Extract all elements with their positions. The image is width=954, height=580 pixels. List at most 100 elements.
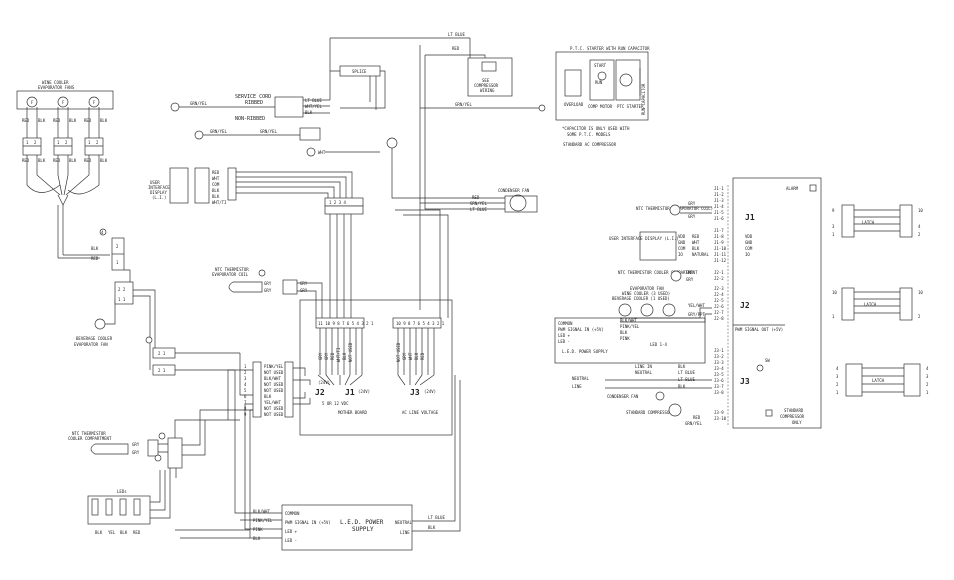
svg-text:WINE COOLER (3 USED): WINE COOLER (3 USED) [622, 291, 670, 296]
svg-text:J3-9: J3-9 [714, 410, 724, 415]
svg-text:BLK: BLK [38, 158, 46, 163]
svg-text:GRY/PPT: GRY/PPT [688, 312, 705, 317]
svg-text:J2-3: J2-3 [714, 286, 724, 291]
led-1-icon [91, 498, 99, 516]
svg-text:PINK/YEL: PINK/YEL [253, 518, 273, 523]
svg-text:RED: RED [472, 195, 480, 200]
svg-text:9: 9 [832, 208, 835, 213]
svg-text:BLK: BLK [253, 536, 261, 541]
svg-text:GRY: GRY [132, 442, 140, 447]
svg-text:GRY: GRY [686, 277, 694, 282]
svg-text:LINE: LINE [572, 384, 582, 389]
service-cord: GRN/YEL SERVICE CORD RIBBED NON-RIBBED L… [170, 94, 398, 165]
svg-text:RED: RED [330, 352, 335, 360]
j2-label: J2 [315, 388, 325, 397]
svg-text:NOT USED: NOT USED [264, 412, 284, 417]
svg-text:2: 2 [836, 382, 839, 387]
svg-text:RUN CAPACITOR: RUN CAPACITOR [641, 83, 646, 115]
svg-text:LINE IN: LINE IN [635, 364, 652, 369]
plug-icon [170, 102, 180, 112]
service-cord-label: SERVICE CORD [235, 94, 271, 100]
svg-text:3: 3 [832, 224, 835, 229]
svg-text:NOT USED: NOT USED [264, 370, 284, 375]
svg-text:L.E.D. POWER: L.E.D. POWER [340, 519, 384, 526]
svg-text:GRN/YEL: GRN/YEL [455, 102, 472, 107]
svg-text:SUPPLY: SUPPLY [352, 526, 374, 533]
svg-text:USER INTERFACE DISPLAY (L.I.): USER INTERFACE DISPLAY (L.I.) [609, 236, 679, 241]
svg-text:CONDENSER FAN: CONDENSER FAN [498, 188, 530, 193]
compressor-box [467, 57, 513, 97]
svg-text:GRY: GRY [686, 270, 694, 275]
svg-text:BLK: BLK [69, 158, 77, 163]
svg-text:10: 10 [918, 208, 923, 213]
svg-text:J3-3: J3-3 [714, 360, 724, 365]
svg-text:J3-7: J3-7 [714, 384, 724, 389]
beverage-fan-icon [94, 318, 106, 330]
svg-text:COMMON: COMMON [558, 321, 573, 326]
left-connector: 123 456 789 PINK/YEL NOT USED BLK/WHT NO… [234, 353, 311, 520]
svg-text:BLK: BLK [264, 394, 272, 399]
j3-pins: J3-1 J3-2 J3-3 J3-4 J3-5 J3-6 J3-7 J3-8 … [714, 348, 727, 421]
svg-text:COMPRESSOR: COMPRESSOR [474, 83, 499, 88]
svg-text:F: F [93, 100, 96, 105]
svg-text:GRN/YEL: GRN/YEL [470, 201, 487, 206]
svg-text:NOT USED: NOT USED [348, 342, 353, 362]
svg-text:(24V): (24V) [358, 389, 370, 394]
svg-text:1: 1 [832, 232, 835, 237]
svg-text:2: 2 [116, 244, 119, 249]
svg-text:PWM SIGNAL IN (+5V): PWM SIGNAL IN (+5V) [285, 520, 331, 525]
svg-text:LATCH: LATCH [862, 220, 875, 225]
svg-text:RED: RED [91, 256, 99, 261]
svg-text:BLK: BLK [678, 364, 686, 369]
led-4-icon [133, 498, 141, 516]
svg-text:6: 6 [244, 394, 247, 399]
svg-text:RED: RED [692, 234, 700, 239]
svg-text:(24V): (24V) [318, 380, 330, 385]
svg-text:J2-8: J2-8 [714, 316, 724, 321]
svg-text:RED: RED [420, 352, 425, 360]
j1-pins: J1-1 J1-2 J1-3 J1-4 J1-5 J1-6 J1-7 J1-8 … [714, 186, 727, 263]
svg-text:BLK: BLK [120, 530, 128, 535]
j1-label: J1 [345, 388, 355, 397]
svg-text:J3-6: J3-6 [714, 378, 724, 383]
svg-text:GRY: GRY [264, 288, 272, 293]
svg-text:4: 4 [926, 366, 929, 371]
svg-text:LATCH: LATCH [864, 302, 877, 307]
user-display-left: USER INTERFACE DISPLAY (L.I.) RED WHT CO… [148, 167, 364, 318]
svg-text:LEDs: LEDs [117, 489, 127, 494]
svg-text:RED: RED [452, 46, 460, 51]
svg-text:WHT/YEL: WHT/YEL [305, 104, 322, 109]
svg-text:MOTHER BOARD: MOTHER BOARD [338, 410, 367, 415]
svg-text:BLK: BLK [678, 384, 686, 389]
svg-text:J2-7: J2-7 [714, 310, 724, 315]
latch-2: LATCH 101 102 [832, 287, 923, 321]
svg-text:BLK/WHT: BLK/WHT [264, 376, 281, 381]
svg-text:BLK: BLK [342, 352, 347, 360]
svg-text:J1-4: J1-4 [714, 204, 724, 209]
led-supply-box [281, 504, 413, 551]
svg-text:BLK: BLK [100, 118, 108, 123]
svg-text:BLK: BLK [414, 352, 419, 360]
svg-text:LED -: LED - [558, 339, 570, 344]
mother-board-outline [299, 299, 453, 436]
svg-text:VDD: VDD [678, 234, 686, 239]
svg-text:RED: RED [22, 158, 30, 163]
svg-text:YEL/WHT: YEL/WHT [688, 303, 705, 308]
svg-text:LED +: LED + [285, 529, 298, 534]
svg-text:NTC THERMISTOR: NTC THERMISTOR [215, 267, 249, 272]
svg-text:1: 1 [57, 140, 60, 145]
svg-text:PINK/YEL: PINK/YEL [264, 364, 284, 369]
svg-text:COM: COM [212, 182, 220, 187]
svg-text:J2-1: J2-1 [714, 270, 724, 275]
svg-text:NOT USED: NOT USED [264, 388, 284, 393]
svg-text:SOME P.T.C. MODELS: SOME P.T.C. MODELS [567, 132, 611, 137]
svg-text:COM: COM [678, 246, 686, 251]
svg-text:IO: IO [745, 252, 750, 257]
svg-text:J1-5: J1-5 [714, 210, 724, 215]
svg-text:5: 5 [244, 388, 247, 393]
right-j1-label: J1 [745, 213, 755, 222]
svg-text:USER: USER [150, 180, 160, 185]
svg-text:F: F [62, 100, 65, 105]
